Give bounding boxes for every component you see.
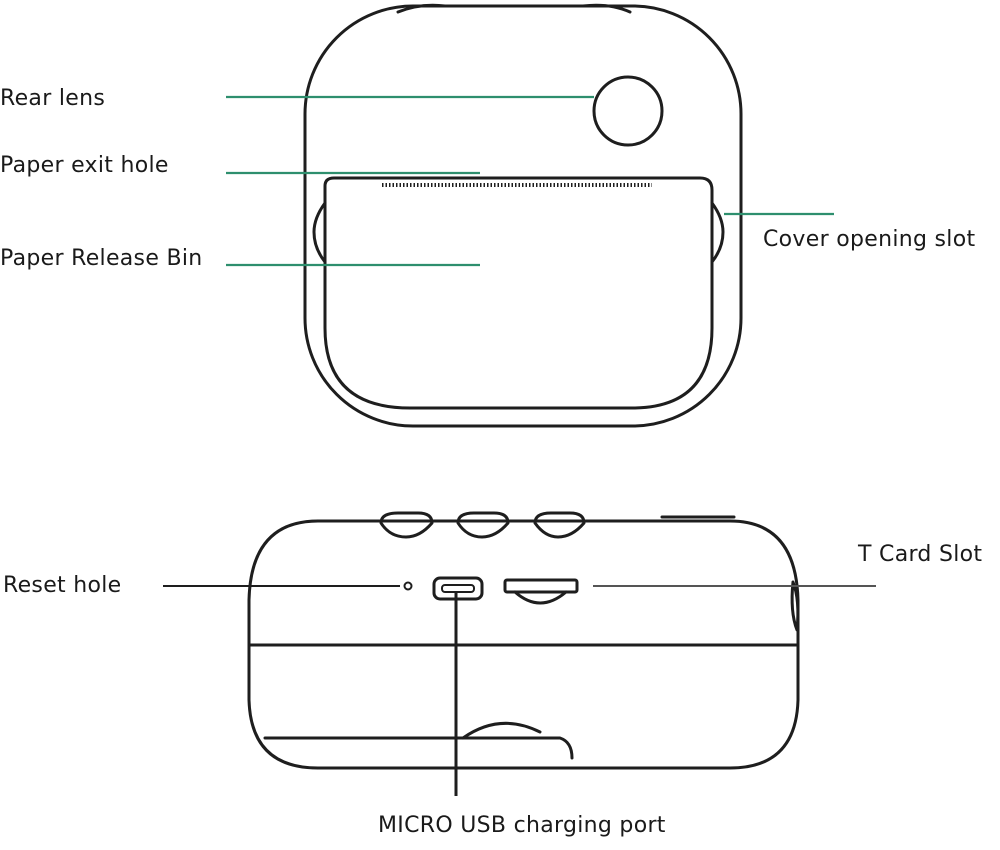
label-t-card-slot: T Card Slot: [858, 542, 983, 567]
printer-base-outline: [247, 519, 800, 770]
bin-side-tab-right: [710, 201, 725, 264]
rear-lens-icon: [592, 75, 664, 147]
label-paper-exit-hole: Paper exit hole: [0, 153, 169, 178]
leader-lines-bottom: [163, 585, 876, 796]
leader-lines-top: [226, 95, 834, 267]
top-button-bump-right: [581, 3, 632, 14]
bin-side-tab-left: [312, 201, 327, 264]
t-card-slot-notch: [513, 590, 568, 605]
base-thumb-notch: [461, 721, 542, 740]
printer-bottom-view: [247, 511, 800, 770]
label-micro-usb-charging-port: MICRO USB charging port: [378, 813, 666, 838]
micro-usb-port-inner: [441, 584, 475, 593]
paper-release-bin-outline: [323, 176, 714, 410]
top-button-right-icon: [533, 511, 586, 539]
printer-front-view: [303, 3, 743, 428]
micro-usb-port-icon: [432, 576, 484, 601]
label-cover-opening-slot: Cover opening slot: [763, 227, 976, 252]
t-card-slot-icon: [503, 578, 579, 594]
printer-body-outline: [303, 4, 743, 428]
top-button-left-icon: [379, 511, 434, 539]
side-switch-bump: [790, 580, 800, 632]
base-foot-outline: [263, 736, 574, 760]
label-reset-hole: Reset hole: [3, 573, 122, 598]
top-button-middle-icon: [456, 511, 510, 539]
label-paper-release-bin: Paper Release Bin: [0, 246, 203, 271]
reset-hole-icon: [403, 581, 413, 591]
label-rear-lens: Rear lens: [0, 86, 106, 111]
top-button-bump-left: [396, 3, 447, 14]
